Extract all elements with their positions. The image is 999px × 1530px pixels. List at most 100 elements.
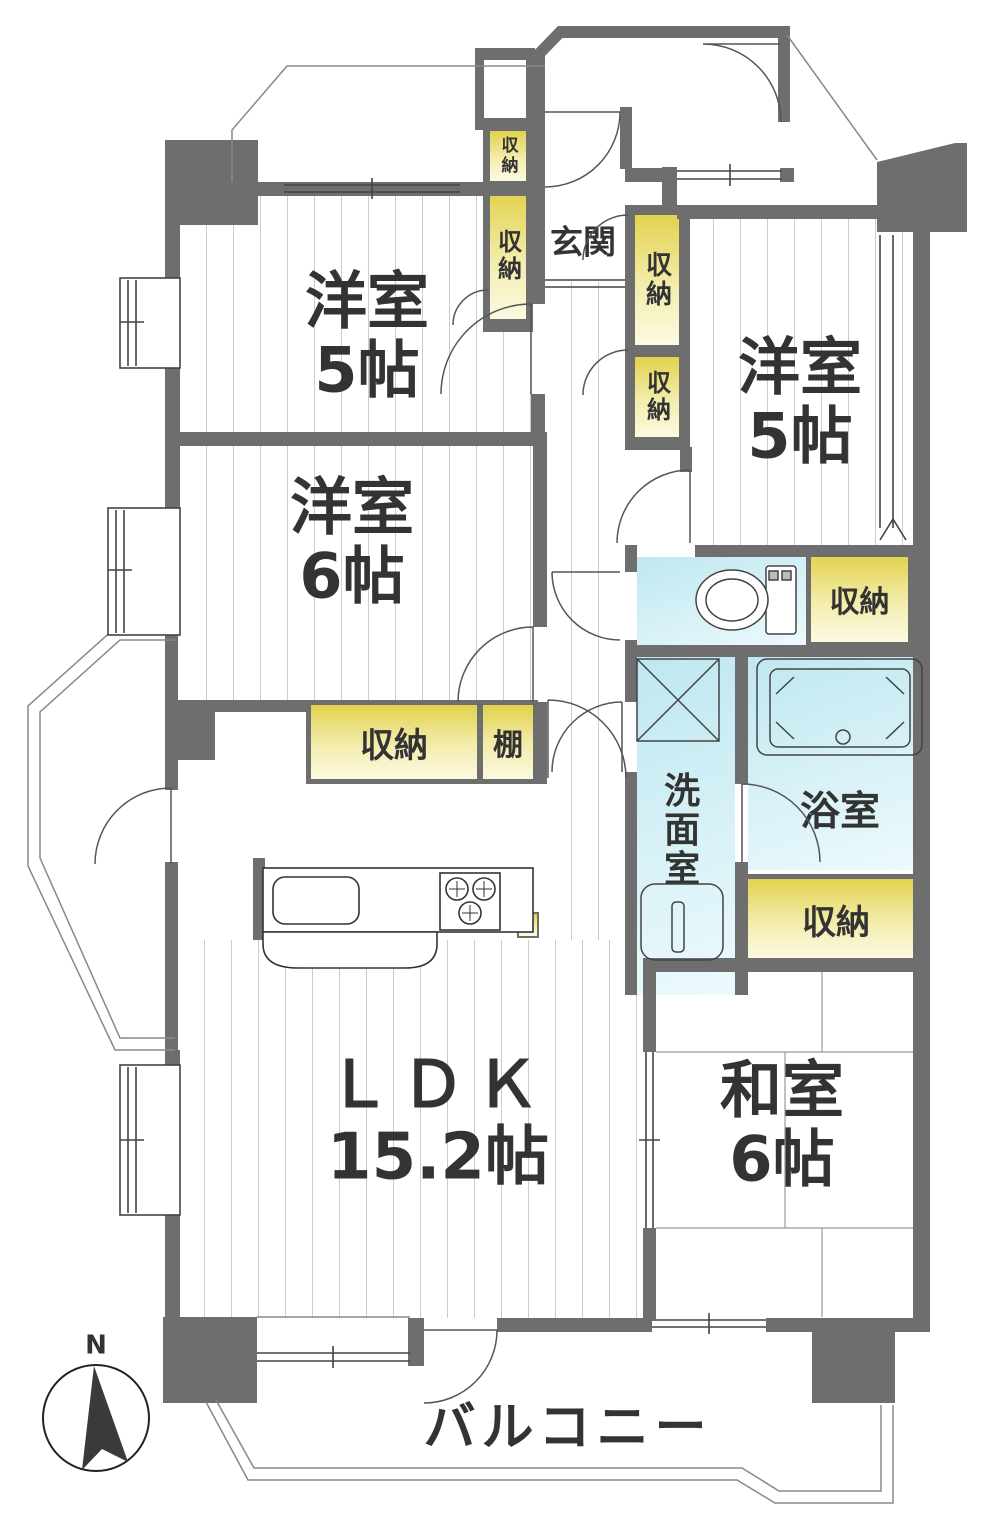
door-hall-ldk [547,699,627,779]
closet-toilet-side: 収納 [806,551,913,647]
room-size: 15.2帖 [327,1120,549,1194]
wall [620,107,632,169]
door-washroom [551,701,623,773]
wall [408,1318,424,1366]
door-arcs [94,43,821,1404]
window [257,164,907,1368]
room-name: 洋室 [304,264,430,338]
wall [531,394,545,444]
room-floor-western-top-left [180,196,531,432]
exterior-outline [231,34,878,182]
room-floor-ldk [178,940,643,1318]
closet-label: 収納 [802,902,870,943]
balcony-railing [205,1316,894,1504]
wall [497,1318,652,1332]
bathtub-icon [756,658,923,756]
wall-pillar [812,1328,895,1403]
wall-pillar [163,1317,257,1403]
kitchen-sink-icon [272,876,360,925]
compass-north-label: N [85,1330,107,1361]
wall [533,702,547,784]
door-bathroom [741,783,821,863]
wall [165,366,180,432]
wall [558,26,790,38]
room-size: 6帖 [729,1123,835,1196]
wall [913,232,930,1318]
closet-label: 収納 [497,136,518,176]
balcony-label: バルコニー [423,1397,713,1458]
closet-door-arc [452,289,489,326]
wall [165,225,180,280]
room-name: 和室 [719,1053,845,1127]
room-floor-western-middle [180,444,533,704]
wall [165,862,178,1052]
wall [680,447,692,472]
closet-door-arc [582,214,629,261]
room-label-western-top-right: 洋室 5帖 [738,332,862,473]
closet-door-arc [582,349,629,396]
closet-label: 収納 [641,251,672,309]
pipe-space [484,60,526,118]
room-name: ＬＤＫ [327,1048,549,1123]
wall [643,1228,656,1319]
wall [643,965,656,1052]
compass-icon [42,1364,150,1472]
closet-label: 収納 [642,370,671,424]
door-western-middle [457,626,534,703]
closet-entrance-small: 収納 [485,126,531,186]
wall [165,700,215,760]
closet-hall-upper: 収納 [630,210,684,350]
wall [165,432,547,446]
closet-hall-lower: 収納 [630,352,684,442]
door-bay-alcove [94,787,172,865]
wall [695,545,930,557]
wall [735,652,748,784]
wall [165,1050,180,1067]
room-name: 洋室 [289,470,415,544]
wall [625,645,930,657]
wall [165,1215,180,1319]
room-size: 5帖 [314,334,420,407]
wall [165,444,180,508]
wall [625,772,637,995]
room-label-western-middle: 洋室 6帖 [289,470,415,613]
bathroom-floor [748,652,913,870]
closet-entrance-tall: 収納 [485,188,531,324]
entrance-door [702,43,782,123]
wall [215,700,310,712]
room-floor-western-top-right [687,219,913,552]
wall [677,205,915,219]
genkan-inner-door [544,111,621,188]
room-label-ldk: ＬＤＫ 15.2帖 [327,1050,549,1193]
tatami-lines [656,972,913,1317]
wall [533,444,547,627]
wall [778,38,790,122]
bathroom-label: 浴室 [800,788,880,835]
bay-alcove-outline [27,627,175,1051]
closet-label: 収納 [493,229,522,283]
stove-icon [439,872,501,931]
wall-diagonal-porch [527,26,574,58]
room-size: 6帖 [299,540,405,613]
washroom-label: 洗面室 [658,771,700,889]
room-label-japanese: 和室 6帖 [719,1053,845,1196]
toilet-icon [695,565,797,635]
door-western-top-left [440,303,532,395]
closet-label: 収納 [360,725,428,766]
wall [643,958,930,972]
room-label-western-top-left: 洋室 5帖 [304,264,430,407]
hallway-floor [545,282,625,782]
wall [735,862,748,995]
room-size: 5帖 [747,400,853,473]
wall-pillar-top-right [877,143,967,232]
closet-western-middle: 収納 [306,700,482,784]
washing-machine-icon [636,658,720,742]
kitchen-counter [262,867,534,969]
door-toilet [551,571,621,641]
wall [625,545,637,572]
wall [780,168,794,182]
wall [662,167,677,208]
door-balcony [423,1329,498,1404]
